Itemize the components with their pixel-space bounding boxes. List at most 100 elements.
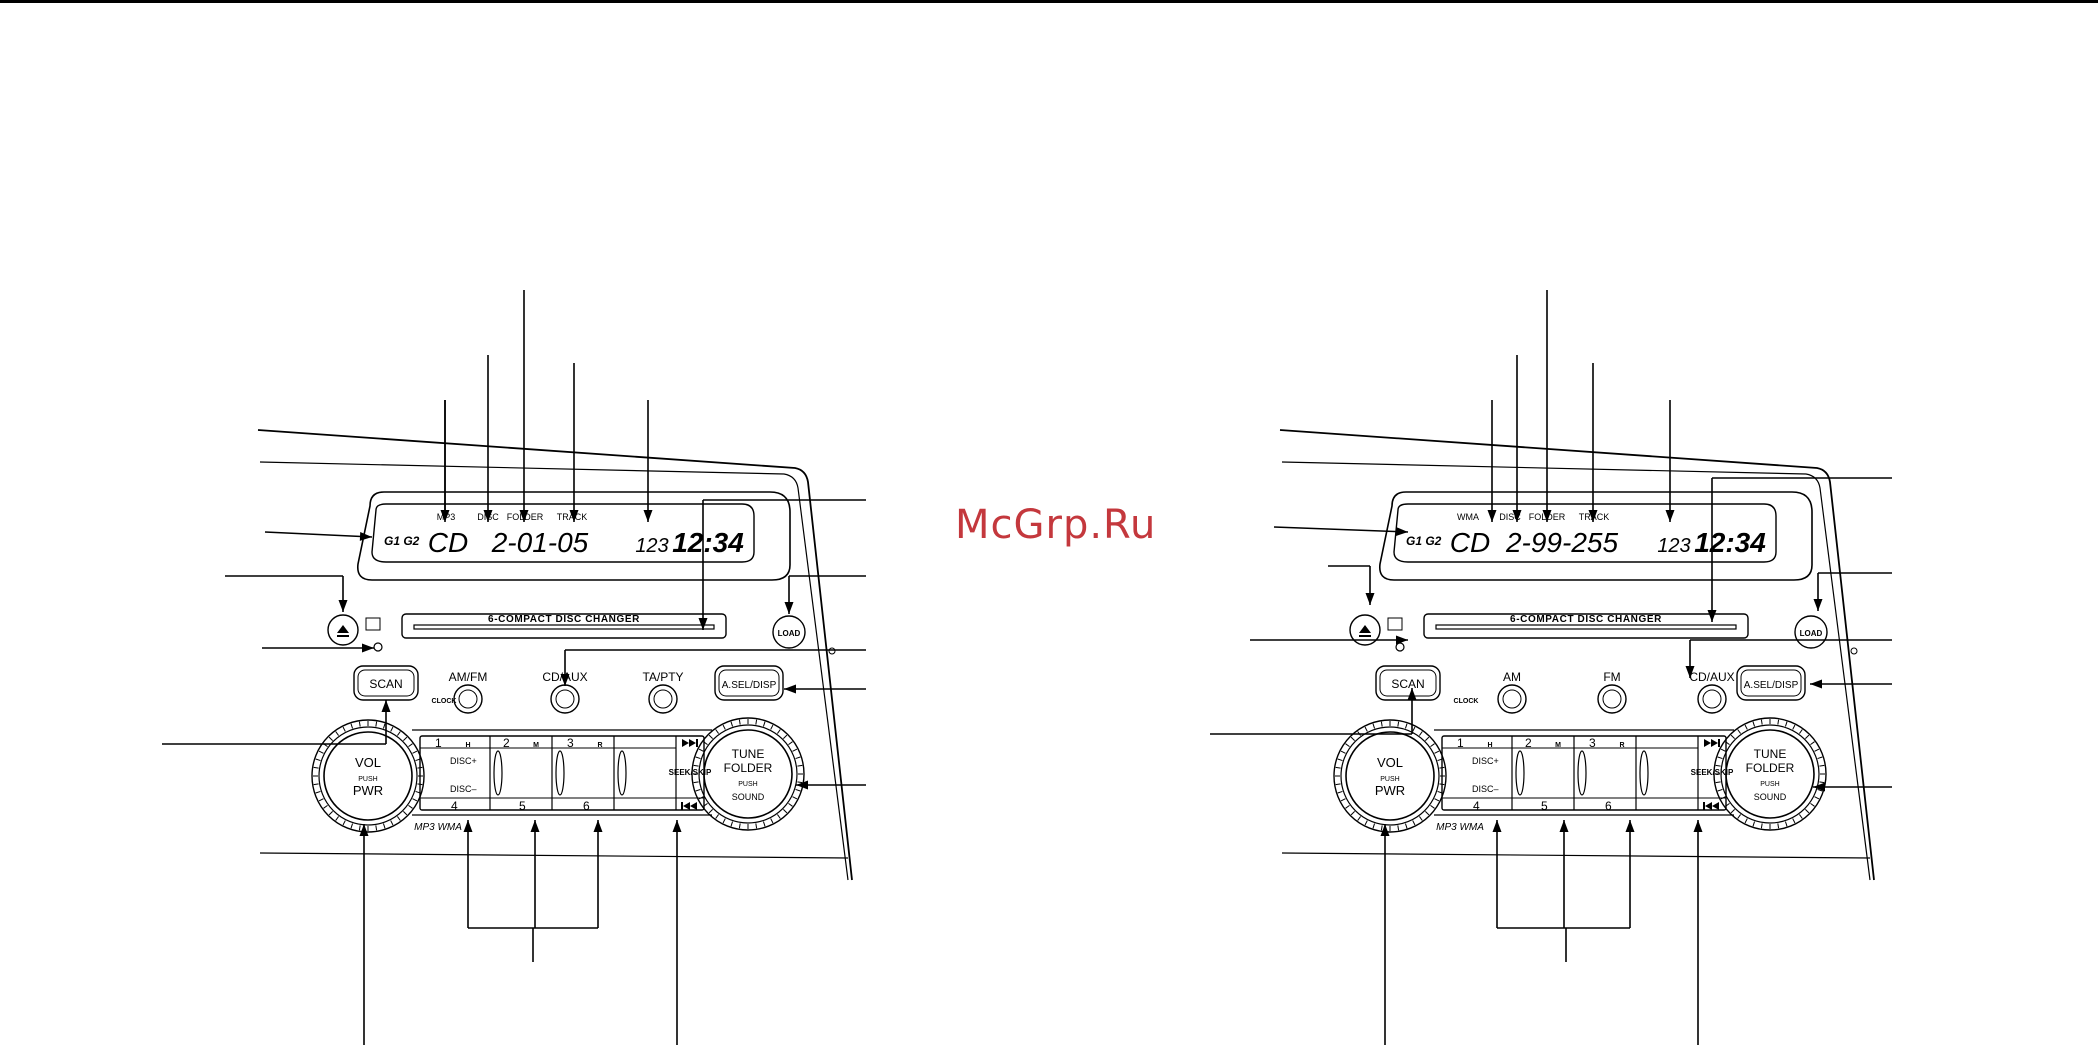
- knob-grip: [1372, 723, 1376, 729]
- knob-grip: [323, 804, 328, 809]
- disc-slot[interactable]: [401, 613, 727, 639]
- knob-grip: [313, 783, 319, 786]
- cd-aux-button[interactable]: [1697, 684, 1727, 714]
- disc-slot[interactable]: [1423, 613, 1749, 639]
- knob-grip: [1805, 734, 1810, 739]
- band-button-0[interactable]: [453, 684, 483, 714]
- knob-grip: [1364, 726, 1368, 732]
- knob-grip: [328, 736, 333, 741]
- preset-gap-mark: [555, 750, 565, 796]
- knob-grip: [1434, 750, 1440, 754]
- knob-grip: [1717, 788, 1723, 792]
- display-source: CD: [1450, 527, 1490, 558]
- disc-minus-label: DISC–: [1472, 784, 1499, 794]
- knob-grip: [1404, 723, 1408, 729]
- skip-forward-icon: [682, 739, 689, 747]
- knob-grip: [1430, 804, 1435, 809]
- arrow-head: [381, 700, 391, 712]
- preset-button-4: 4: [1473, 799, 1480, 813]
- band-button-1[interactable]: [1597, 684, 1627, 714]
- knob-grip: [776, 814, 781, 819]
- disc-slot-opening: [1435, 624, 1737, 630]
- vol-knob-label: PWR: [353, 783, 383, 798]
- housing-inner-edge: [1281, 461, 1871, 881]
- knob-grip: [1720, 748, 1726, 752]
- preset-button-2: 2: [1525, 736, 1532, 750]
- vol-knob-label: PUSH: [358, 776, 377, 783]
- format-label: MP3 WMA: [1436, 822, 1484, 833]
- knob-grip: [335, 816, 340, 821]
- knob-grip: [1715, 781, 1721, 784]
- preset-tag: R: [1619, 742, 1624, 749]
- seek-skip-label: SEEK/SKIP: [669, 768, 712, 777]
- arrow-head: [1542, 510, 1552, 522]
- knob-grip: [1364, 820, 1368, 826]
- lcd-window: [1393, 503, 1777, 563]
- knob-grip: [1819, 781, 1825, 784]
- asel-disp-label: A.SEL/DISP: [1744, 680, 1799, 691]
- vol-knob-outer-ring: [1333, 719, 1447, 833]
- knob-grip: [390, 726, 394, 732]
- eject-button[interactable]: [327, 614, 359, 646]
- skip-back-icon: [1712, 802, 1719, 810]
- cd-aux-button-inner: [555, 689, 575, 709]
- knob-grip: [1418, 731, 1423, 736]
- knob-grip: [708, 734, 713, 739]
- band-label: AM: [1503, 670, 1521, 684]
- knob-grip: [1777, 719, 1780, 725]
- knob-grip: [698, 748, 704, 752]
- arrow-head: [359, 531, 372, 541]
- skip-forward-icon-bar: [1718, 739, 1720, 747]
- knob-grip: [1784, 721, 1788, 727]
- knob-grip: [1792, 724, 1796, 730]
- knob-grip: [328, 811, 333, 816]
- arrow-head: [643, 510, 653, 522]
- knob-grip: [797, 764, 803, 767]
- knob-grip: [1434, 798, 1440, 802]
- asel-disp-button-inner: [718, 669, 780, 697]
- arrow-head: [698, 618, 708, 630]
- knob-grip: [313, 766, 319, 769]
- tune-knob-label: SOUND: [732, 792, 765, 802]
- load-button[interactable]: [772, 615, 806, 649]
- load-button[interactable]: [1794, 615, 1828, 649]
- cd-aux-button[interactable]: [550, 684, 580, 714]
- tune-knob-label: TUNE: [1754, 747, 1787, 761]
- display-counter: 123: [635, 535, 668, 557]
- knob-grip: [792, 796, 798, 800]
- knob-grip: [382, 723, 386, 729]
- preset-tag: M: [1555, 742, 1561, 749]
- preset-gap-mark: [1515, 750, 1525, 796]
- knob-grip: [1805, 809, 1810, 814]
- disc-indicators: G1 G2: [384, 534, 420, 548]
- band-button-inner: [458, 689, 478, 709]
- knob-grip: [1430, 743, 1435, 748]
- band-button-0[interactable]: [1497, 684, 1527, 714]
- disc-plus-label: DISC+: [450, 756, 477, 766]
- aux-jack: [1850, 647, 1858, 655]
- knob-grip: [1730, 809, 1735, 814]
- knob-grip: [358, 825, 361, 831]
- arrow-head: [1813, 782, 1825, 792]
- arrow-head: [1512, 510, 1522, 522]
- arrow-head: [1395, 527, 1408, 537]
- knob-grip: [1817, 788, 1823, 792]
- asel-disp-label: A.SEL/DISP: [722, 680, 777, 691]
- knob-grip: [408, 804, 413, 809]
- knob-grip: [1418, 816, 1423, 821]
- preset-tag: H: [465, 742, 470, 749]
- radio-unit-right: G1 G2WMADISCFOLDERTRACKCD2-99-25512312:3…: [1210, 290, 1892, 1045]
- knob-grip: [1380, 721, 1383, 727]
- band-label: AM/FM: [449, 670, 488, 684]
- eject-button[interactable]: [1349, 614, 1381, 646]
- knob-grip: [1717, 756, 1723, 760]
- knob-grip: [795, 756, 801, 760]
- ta-pty-button[interactable]: [648, 684, 678, 714]
- scan-button-inner: [1379, 669, 1437, 697]
- asel-disp-button[interactable]: [1736, 665, 1806, 701]
- knob-grip: [1737, 814, 1742, 819]
- asel-disp-button[interactable]: [714, 665, 784, 701]
